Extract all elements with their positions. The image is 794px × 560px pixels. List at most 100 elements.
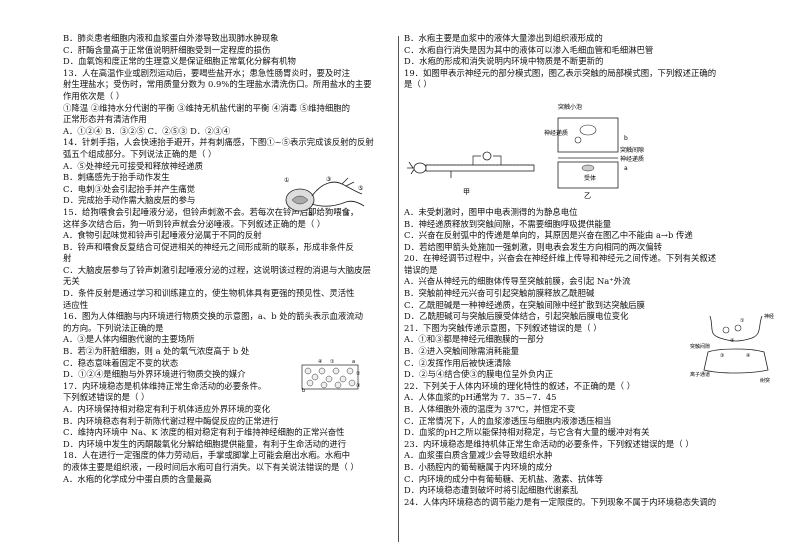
text-line: B．②进入突触间隙需消耗能量 <box>404 346 520 357</box>
text-line: B．神经递质释放到突触间隙，不需要细胞呼吸提供能量 <box>404 218 612 229</box>
text-line: D．血氧饱和度正常的生理意义是保证细胞正常氧化分解有机物 <box>63 56 296 67</box>
text-line: C．②发挥作用后被快速清除 <box>404 357 511 368</box>
text-line: ①降温 ②维持水分代谢的平衡 ③维持无机盐代谢的平衡 ④消毒 ⑤维持细胞的 <box>63 102 351 113</box>
text-line: B．内环境稳态有利于新陈代谢过程中酶促反应的正常进行 <box>63 415 279 426</box>
cell-label-4: ④ <box>318 359 323 365</box>
text-line: C．电刺③处会引起抬手并产生痛觉 <box>63 183 196 194</box>
reflex-label-5: ⑤ <box>358 185 363 192</box>
text-line: D．①②④是细胞与外界环境进行物质交换的媒介 <box>63 369 246 380</box>
text-line: C．正常情况下，人的血浆渗透压与细胞内液渗透压相当 <box>404 415 612 426</box>
yi-label-a: a <box>624 165 628 172</box>
text-line: B．刺痛感先于抬手动作发生 <box>63 172 170 183</box>
text-line: D．若给图甲箭头处施加一强刺激，则电表会发生方向相同的两次偏转 <box>404 241 662 252</box>
text-line: A．①②④ B．③②⑤ C．②⑤③ D．②③④ <box>63 125 231 136</box>
text-line: D．乙酰胆碱可与突触后膜受体结合，引起突触后膜电位变化 <box>404 311 629 322</box>
q21-label-3: ③ <box>720 353 724 359</box>
text-line: A．内环境保持相对稳定有利于机体适应外界环境的变化 <box>63 404 271 414</box>
text-line: D．②与④结合使③的膜电位呈外负内正 <box>404 369 554 380</box>
text-line: D．完成抬手动作需大脑皮层的参与 <box>63 195 196 206</box>
yi-label-transmitter2: 神经递质 <box>620 155 644 163</box>
q21-label-axon: 神经 <box>764 313 774 320</box>
text-line: 射 <box>63 253 72 264</box>
text-line: 这样多次结合后，狗一听到铃声就会分泌唾液。下列叙述正确的是（ ） <box>63 218 326 229</box>
text-line: 23．内环境稳态是维持机体正常生命活动的必要条件，下列叙述错误的是（ ） <box>404 438 694 449</box>
text-line: A．⑤处神经元可接受和释放神经递质 <box>63 160 204 171</box>
text-line: A．水疱的化学成分中蛋白质的含量最高 <box>63 473 212 484</box>
text-line: 16．图为人体细胞与内环境进行物质交换的示意图，a、b 处的箭头表示血液流动 <box>63 311 364 322</box>
q21-label-1: ① <box>740 318 745 324</box>
cell-label-b: b <box>302 388 305 393</box>
text-line: B．若②为肝脏细胞，则 a 处的氧气浓度高于 b 处 <box>63 346 250 357</box>
q21-label-4: ④ <box>746 353 751 359</box>
text-line: A．兴奋从神经元的细胞体传导至突触前膜，会引起 Na⁺外流 <box>404 276 631 287</box>
text-line: 正常形态并有清洁作用 <box>63 114 147 125</box>
jia-caption: 甲 <box>463 188 470 196</box>
cell-exchange-figure: a b ① ② ③ ④ <box>301 359 361 393</box>
reflex-label-2: ② <box>308 211 314 218</box>
cell-label-1: ① <box>330 359 335 365</box>
yi-label-transmitter: 神经递质 <box>544 129 568 137</box>
text-line: C．稳态意味着固定不变的状态 <box>63 357 179 368</box>
q21-label-cleft: 突触间隙 <box>690 343 710 350</box>
cell-label-a: a <box>352 359 355 365</box>
text-line: C．水疱自行消失是因为其中的液体可以渗入毛细血管和毛细淋巴管 <box>404 44 654 55</box>
text-line: 的液体主要是组织液，一段时间后水疱可自行消失。以下有关说法错误的是（ ） <box>63 461 359 472</box>
synapse-figure-q21: ① ② ③ ④ 突触间隙 离子通道 神经 树突 <box>690 313 774 384</box>
text-line: 错误的是 <box>404 264 438 275</box>
q21-label-channel: 离子通道 <box>690 371 710 378</box>
reflex-label-4: ④ <box>344 211 349 218</box>
reflex-arc-figure: ① ② ③ ④ ⑤ <box>284 176 365 218</box>
text-line: 20．在神经调节过程中，兴奋会在神经纤维上传导和神经元之间传递。下列有关叙述 <box>404 253 717 264</box>
text-line: 19．如图甲表示神经元的部分模式图，图乙表示突触的局部模式图，下列叙述正确的 <box>404 67 717 78</box>
yi-label-b: b <box>624 135 628 142</box>
column-divider <box>398 36 399 542</box>
yi-caption: 乙 <box>584 192 591 200</box>
text-line: C．内环境的成分中有葡萄糖、无机盐、激素、抗体等 <box>404 473 604 484</box>
text-line: B．肺炎患者细胞内液和血浆蛋白外渗导致出现肺水肿现象 <box>63 33 279 43</box>
synapse-figure-yi: 突触小泡 神经递质 b 突触间隙 神经递质 受体 a 乙 <box>544 103 644 200</box>
text-line: 17．内环境稳态是机体维持正常生命活动的必要条件。 <box>63 380 267 391</box>
text-line: A．③是人体内细胞代谢的主要场所 <box>63 334 195 345</box>
text-line: C．维持内环境中 Na、K 浓度的相对稳定有利于维持神经细胞的正常兴奋性 <box>63 427 345 438</box>
text-line: D．条件反射是通过学习和训练建立的，使生物机体具有更强的预见性、灵活性 <box>63 288 355 299</box>
q21-label-dendrite: 树突 <box>760 377 770 384</box>
text-line: 13．人在高温作业或剧烈运动后，要喝些盐开水；患急性肠胃炎时，要及时注 <box>63 67 351 78</box>
q21-label-2: ② <box>730 338 735 344</box>
text-line: B．突触前神经元兴奋可引起突触前膜释放乙酰胆碱 <box>404 288 595 299</box>
text-line: C．肝酶含量高于正常值说明肝细胞受到一定程度的损伤 <box>63 44 271 55</box>
text-line: C．兴奋在反射弧中的传递是单向的，其原因是兴奋在图乙中不能由 a→b 传递 <box>404 230 693 241</box>
text-line: A．食物引起味觉和铃声引起唾液分泌属于不同的反射 <box>63 230 262 241</box>
text-line: 是（ ） <box>404 79 432 90</box>
text-line: 射生理盐水；受伤时，常用质量分数为 0.9%的生理盐水清洗伤口。所用盐水的主要 <box>63 79 372 90</box>
text-line: D．水疱的形成和消失说明内环境中物质是不断更新的 <box>404 56 604 67</box>
text-line: 下列叙述错误的是（ ） <box>63 392 150 403</box>
reflex-label-3: ③ <box>326 176 331 183</box>
text-line: B．铃声和喂食反复结合可促进相关的神经元之间形成新的联系，形成非条件反 <box>63 241 354 252</box>
reflex-label-1: ① <box>284 177 289 184</box>
text-line: C．大脑皮层参与了铃声刺激引起唾液分泌的过程，这说明该过程的消退与大脑皮层 <box>63 264 371 275</box>
text-line: 18．人在进行一定强度的体力劳动后，手掌或脚掌上可能会磨出水疱。水疱中 <box>63 450 351 461</box>
text-line: 作用依次是（ ） <box>63 90 125 101</box>
text-line: 的方向。下列说法正确的是 <box>63 322 164 333</box>
text-line: 弧五个组成部分。下列说法正确的是（ ） <box>63 148 217 159</box>
text-line: 适应性 <box>63 299 89 310</box>
text-line: D．血浆的pH之所以能保持相对稳定，与它含有大量的缓冲对有关 <box>404 427 650 438</box>
text-line: D．内环境中发生的丙酮酸氧化分解给细胞提供能量，有利于生命活动的进行 <box>63 438 347 449</box>
yi-label-vesicle: 突触小泡 <box>558 103 582 111</box>
text-line: 无关 <box>63 276 80 287</box>
cell-label-2: ② <box>356 371 361 377</box>
yi-label-cleft: 突触间隙 <box>620 146 644 154</box>
text-line: B．小肠腔内的葡萄糖属于内环境的成分 <box>404 461 553 472</box>
text-line: A．①和③都是神经元细胞膜的一部分 <box>404 334 545 345</box>
text-line: 15．给狗喂食会引起唾液分泌，但铃声刺激不会。若每次在铃声后即给狗喂食， <box>63 206 359 217</box>
text-line: B．水疱主要是血浆中的液体大量渗出到组织液形成的 <box>404 33 603 43</box>
cell-label-3: ③ <box>356 383 360 389</box>
text-line: A．血浆蛋白质含量减少会导致组织水肿 <box>404 450 553 461</box>
text-line: B．人体细胞外液的温度为 37℃，并恒定不变 <box>404 404 576 414</box>
text-line: 21．下图为突触传递示意图，下列叙述错误的是（ ） <box>404 322 602 333</box>
text-line: A．人体血浆的pH通常为 7．35~7．45 <box>404 392 557 403</box>
yi-label-receptor: 受体 <box>584 174 596 182</box>
